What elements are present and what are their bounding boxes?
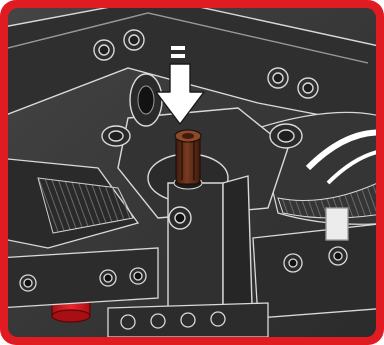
connector-ring [130, 74, 162, 126]
axle-pin-icon [174, 130, 202, 189]
assembly-illustration [8, 8, 376, 337]
